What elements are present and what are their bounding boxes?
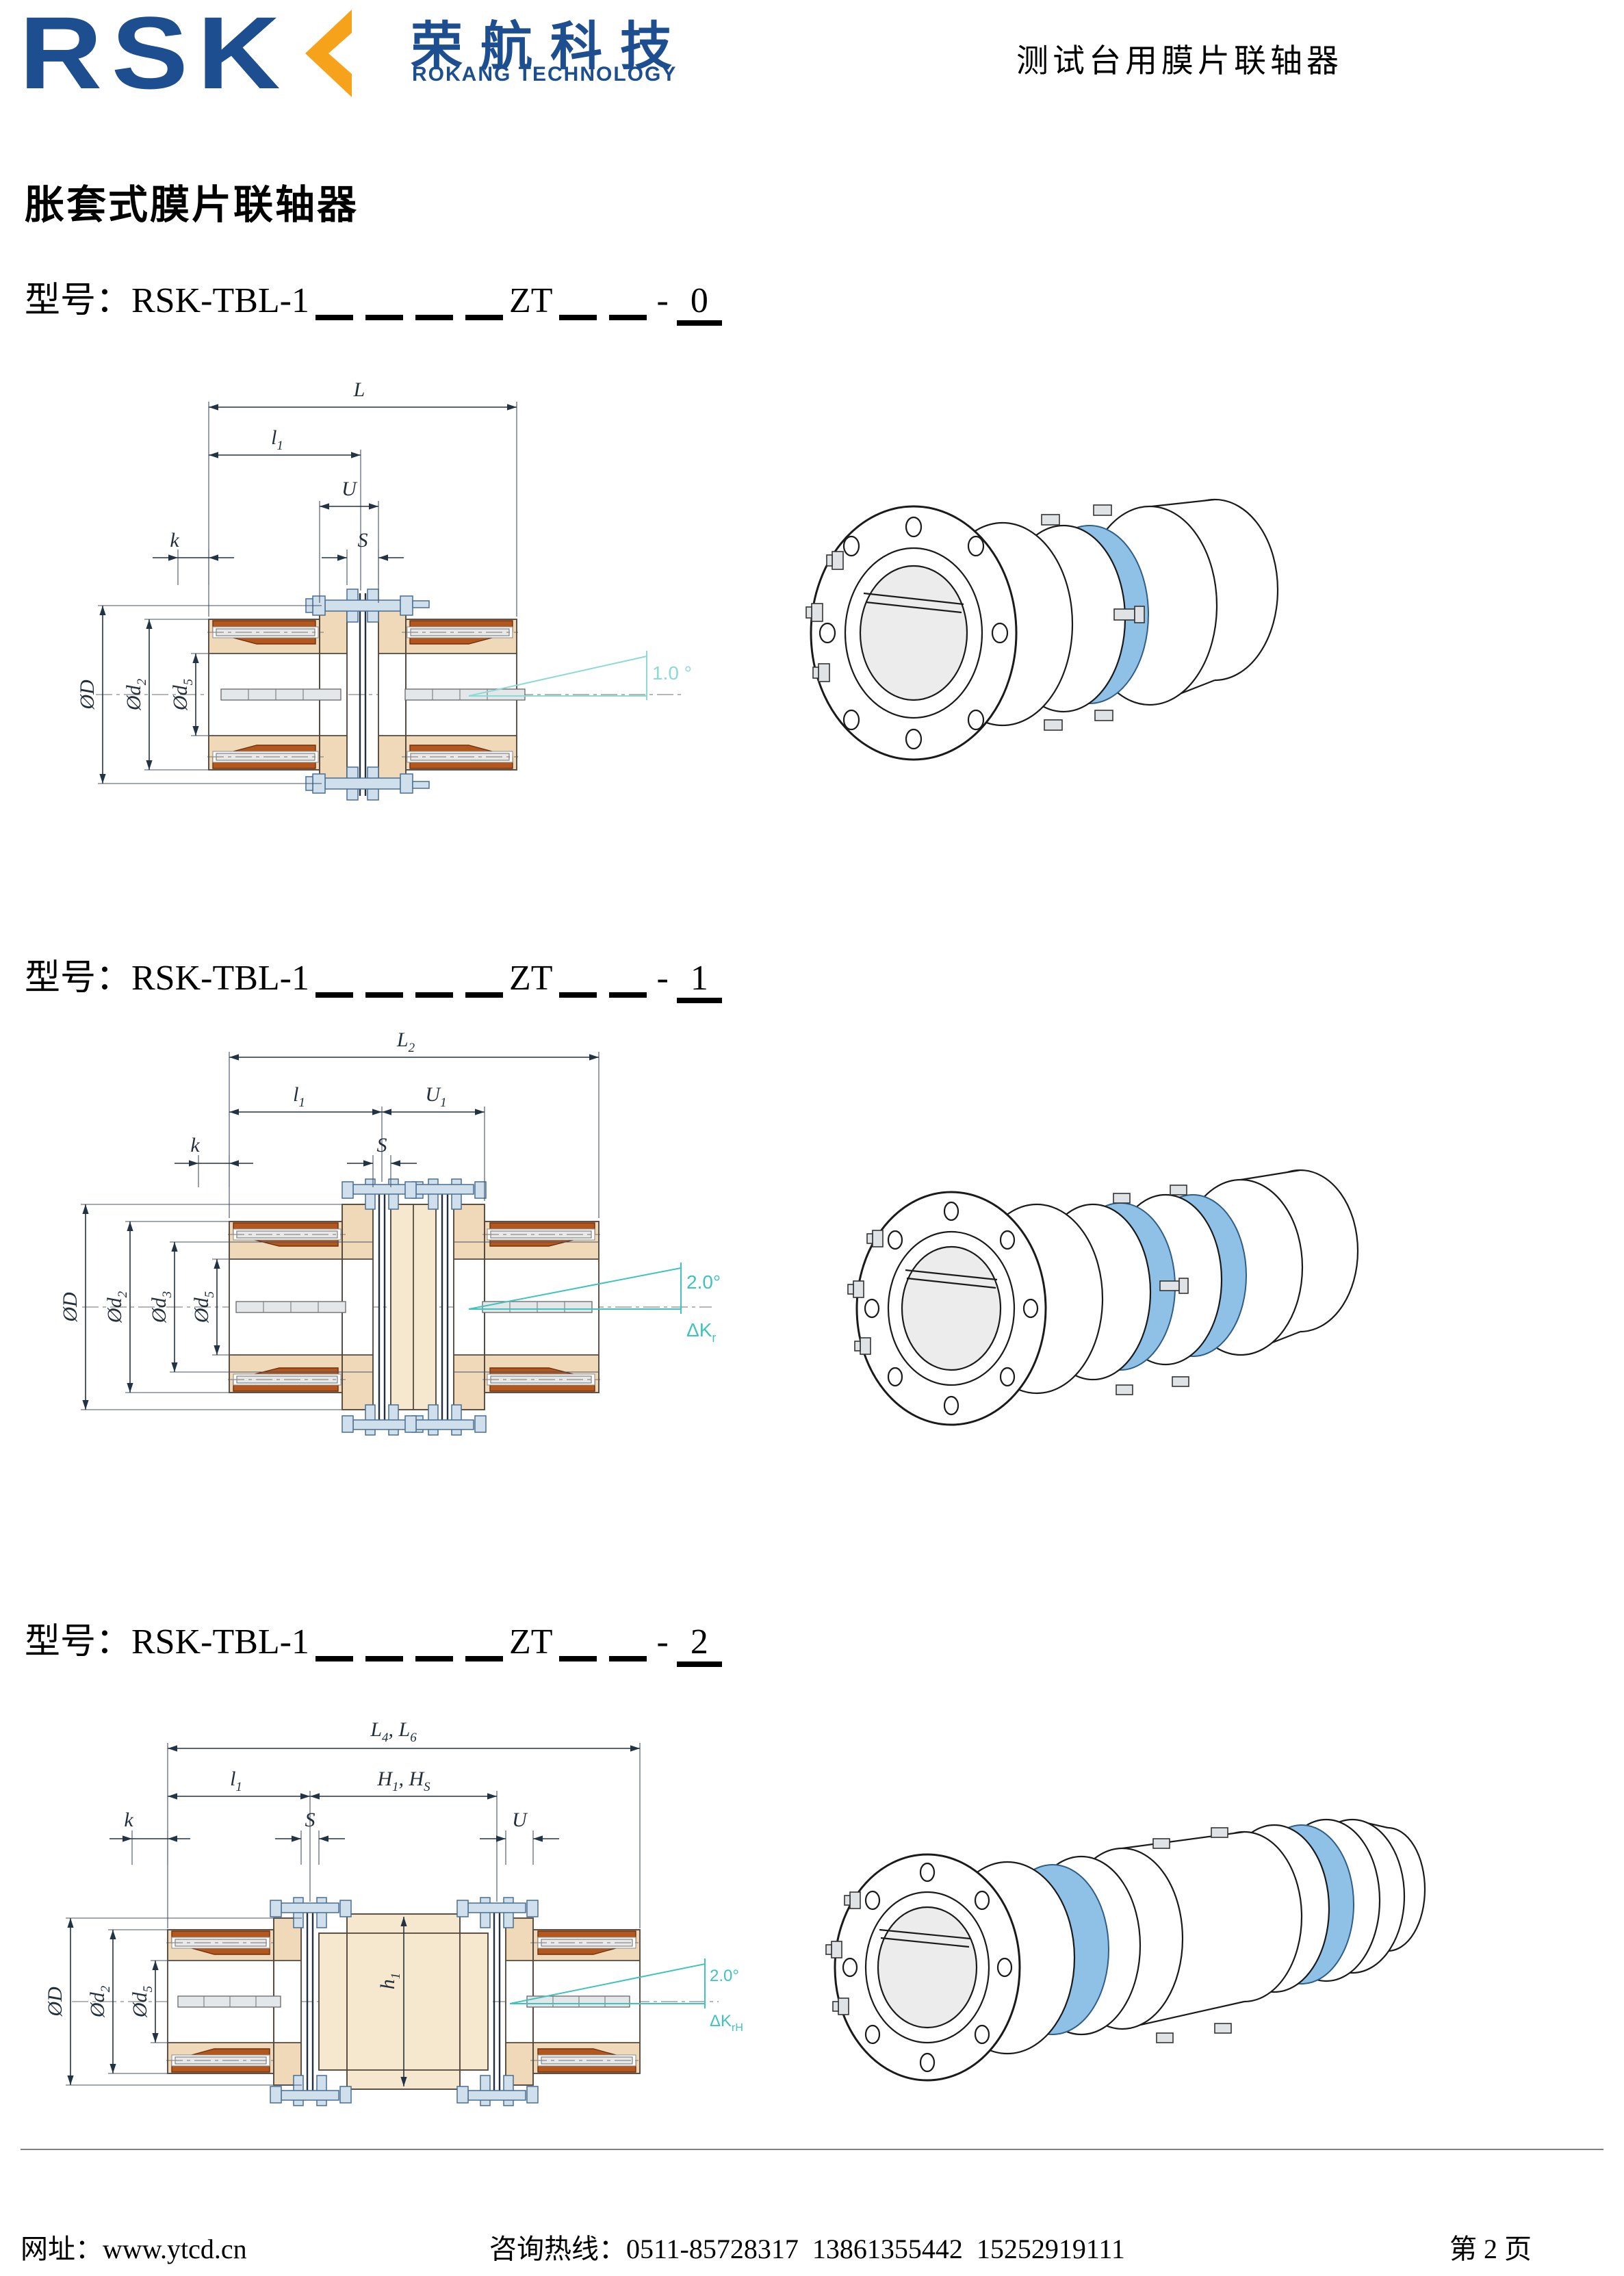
- dim-label-U1: U1: [425, 1083, 446, 1110]
- fill-in-blank: [415, 1656, 454, 1661]
- fill-in-blank: [315, 315, 354, 320]
- dim-label-d5: Ød5: [190, 1291, 217, 1323]
- diaphragm-bolts-bottom: [341, 1404, 487, 1436]
- logo-company-en: ROKANG TECHNOLOGY: [412, 63, 678, 86]
- dim-label-U: U: [512, 1809, 528, 1831]
- section-drawing-3: L4, L6 l1 H1, HS k S U h1 ØD Ød2 Ød5 2.0…: [44, 1718, 743, 2106]
- section-drawing-1: L l1 U k S ØD Ød2 Ød5 1.0 °: [76, 378, 692, 801]
- model-suffix: 2: [676, 1623, 722, 1667]
- dim-label-d2: Ød2: [103, 1291, 130, 1323]
- document-title: 测试台用膜片联轴器: [1016, 44, 1343, 79]
- fill-in-blank: [415, 315, 454, 320]
- footer-website: 网址：www.ytcd.cn: [21, 2234, 247, 2264]
- angle-label-1: 1.0 °: [652, 662, 692, 684]
- page-title: 胀套式膜片联轴器: [25, 183, 359, 227]
- angle-label-3: 2.0°: [710, 1967, 739, 1985]
- model-suffix: 1: [676, 959, 722, 1003]
- render-3d-1: [805, 498, 1279, 761]
- fill-in-blank: [315, 1656, 354, 1661]
- footer-page-number: 第 2 页: [1449, 2234, 1532, 2264]
- dim-label-L4L6: L4, L6: [370, 1718, 417, 1745]
- diaphragm-bolts-top: [341, 1178, 487, 1210]
- model-mid: ZT: [509, 281, 553, 320]
- model-prefix: 型号：RSK-TBL-1: [25, 1622, 310, 1661]
- dim-label-l1: l1: [271, 426, 283, 453]
- render-3d-2: [847, 1169, 1359, 1426]
- fill-in-blank: [465, 1656, 504, 1661]
- dim-label-L2: L2: [396, 1029, 415, 1055]
- fill-in-blank: [608, 1656, 647, 1661]
- model-prefix: 型号：RSK-TBL-1: [25, 281, 310, 320]
- model-line-3: 型号：RSK-TBL-1 ZT -2: [25, 1612, 726, 1667]
- fill-in-blank: [365, 1656, 404, 1661]
- model-mid: ZT: [509, 959, 553, 998]
- logo-company-cn: 荣航科技: [411, 18, 690, 76]
- model-dash: -: [656, 959, 669, 998]
- render-3d-3: [825, 1818, 1426, 2082]
- dim-label-d2: Ød2: [86, 1985, 113, 2018]
- dim-label-L: L: [353, 378, 365, 401]
- diaphragm-bolts-top: [270, 1897, 539, 1928]
- fill-in-blank: [558, 1656, 597, 1661]
- logo-chevron-icon: [305, 10, 352, 97]
- dim-label-h1: h1: [376, 1973, 403, 1990]
- model-dash: -: [656, 281, 669, 320]
- fill-in-blank: [365, 315, 404, 320]
- diaphragm-bolt-bottom: [305, 766, 430, 801]
- dim-label-D: ØD: [44, 1987, 66, 2017]
- diaphragm-bolt-top: [305, 589, 430, 623]
- model-suffix: 0: [676, 282, 722, 326]
- dim-label-d5: Ød5: [129, 1986, 155, 2018]
- dim-label-D: ØD: [76, 680, 99, 710]
- dim-label-l1: l1: [293, 1083, 305, 1110]
- fill-in-blank: [465, 992, 504, 998]
- section-drawing-2: L2 l1 U1 k S ØD Ød2 Ød3 Ød5 2.0° ΔKr: [59, 1029, 721, 1436]
- fill-in-blank: [365, 992, 404, 998]
- dim-label-S: S: [305, 1809, 315, 1831]
- fill-in-blank: [608, 992, 647, 998]
- offset-label-dKrH: ΔKrH: [710, 2012, 743, 2034]
- dim-label-l1: l1: [230, 1768, 242, 1794]
- model-line-1: 型号：RSK-TBL-1 ZT -0: [25, 271, 726, 326]
- dim-label-S: S: [358, 529, 368, 552]
- offset-label-dKr: ΔKr: [686, 1319, 716, 1345]
- dim-label-d2: Ød2: [123, 678, 149, 711]
- dim-label-S: S: [377, 1134, 387, 1156]
- dim-label-k: k: [124, 1809, 133, 1831]
- fill-in-blank: [558, 992, 597, 998]
- fill-in-blank: [415, 992, 454, 998]
- angle-label-2: 2.0°: [686, 1271, 721, 1293]
- fill-in-blank: [465, 315, 504, 320]
- footer-hotline: 咨询热线：0511-85728317 13861355442 152529191…: [489, 2234, 1125, 2264]
- fill-in-blank: [608, 315, 647, 320]
- dim-label-d3: Ød3: [148, 1291, 175, 1323]
- model-line-2: 型号：RSK-TBL-1 ZT -1: [25, 948, 726, 1003]
- dim-label-k: k: [170, 529, 179, 552]
- dim-label-U: U: [341, 478, 358, 500]
- fill-in-blank: [558, 315, 597, 320]
- model-mid: ZT: [509, 1622, 553, 1661]
- dim-label-D: ØD: [59, 1292, 81, 1323]
- logo-rsk-text: RSK: [19, 0, 290, 110]
- fill-in-blank: [315, 992, 354, 998]
- dim-label-k: k: [190, 1134, 200, 1156]
- dim-label-d5: Ød5: [169, 679, 196, 711]
- dim-label-H1HS: H1, HS: [376, 1768, 430, 1794]
- footer-divider: [21, 2149, 1603, 2150]
- model-dash: -: [656, 1622, 669, 1661]
- diaphragm-bolts-bottom: [270, 2075, 539, 2106]
- model-prefix: 型号：RSK-TBL-1: [25, 959, 310, 998]
